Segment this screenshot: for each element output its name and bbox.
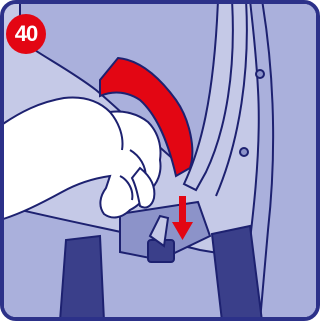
harness-strap-left — [60, 236, 104, 321]
arrow-shaft — [179, 196, 186, 224]
shell-screw-lower — [240, 148, 248, 156]
step-number-badge: 40 — [6, 14, 46, 54]
shell-screw-upper — [256, 70, 264, 78]
